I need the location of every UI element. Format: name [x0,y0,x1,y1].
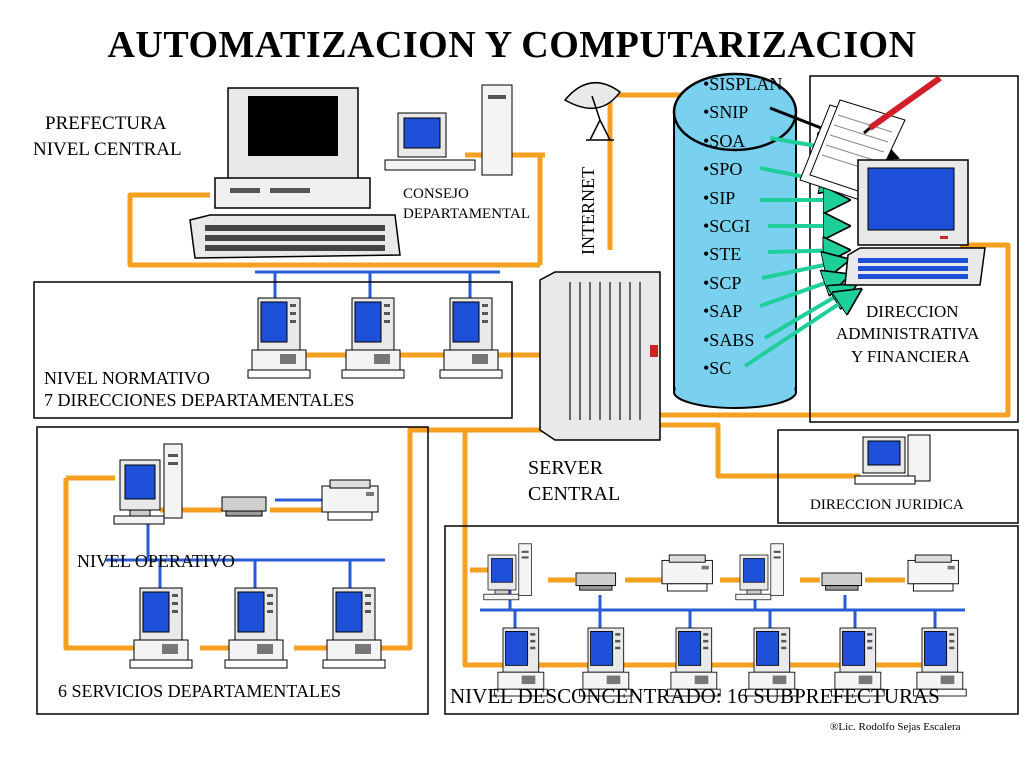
system-item: •SCP [703,272,742,293]
consejo-label: CONSEJO [403,186,469,202]
normativo-workstation [341,297,405,379]
operativo-workstation [129,587,193,669]
adm-label-2: ADMINISTRATIVA [836,324,980,343]
system-item: •SISPLAN [703,74,783,94]
operativo-printer [321,479,379,521]
system-item: •SIP [703,187,736,208]
adm-label-1: DIRECCION [866,302,959,321]
internet-label: INTERNET [578,167,598,255]
normativo-frame [33,281,513,419]
normativo-sublabel: 7 DIRECCIONES DEPARTAMENTALES [44,390,355,410]
server-label: SERVER [528,457,604,479]
operativo-workstation [224,587,288,669]
desconcentrado-label: NIVEL DESCONCENTRADO: 16 SUBPREFECTURAS [450,684,940,708]
system-item: •SOA [703,130,746,151]
systems-list: •SISPLAN •SNIP •SOA •SPO •SIP •SCGI •STE… [703,70,782,382]
operativo-hub [221,496,267,517]
sub-pc [483,543,532,601]
sub-printer [907,554,959,592]
sub-printer [661,554,713,592]
satellite-dish-icon [563,81,622,141]
system-item: •SAP [703,301,743,322]
sub-hub [575,572,617,591]
consejo-pc [384,84,513,176]
desconcentrado-frame [444,525,1019,715]
page-title: AUTOMATIZACION Y COMPUTARIZACION [107,24,917,66]
prefectura-label: PREFECTURA [45,113,167,134]
consejo-sublabel: DEPARTAMENTAL [403,206,530,222]
system-item: •STE [703,244,742,265]
prefectura-sublabel: NIVEL CENTRAL [33,139,182,160]
pen-icon [863,75,942,135]
admin-pc [844,159,986,286]
lan-lines [105,270,965,628]
juridica-pc [854,434,931,485]
central-pc [189,87,401,259]
operativo-frame [36,426,429,715]
sub-hub [821,572,863,591]
system-item: •SNIP [703,102,749,123]
server-sublabel: CENTRAL [528,483,621,505]
servicios-label: 6 SERVICIOS DEPARTAMENTALES [58,681,341,701]
system-item: •SPO [703,159,743,180]
system-item: •SCGI [703,216,751,237]
operativo-pc [113,443,183,525]
system-item: •SC [703,358,732,379]
system-item: •SABS [703,329,755,350]
frames [33,75,1019,715]
credit-text: ®Lic. Rodolfo Sejas Escalera [830,721,961,733]
adm-label-3: Y FINANCIERA [851,347,970,366]
rack-server [539,271,661,441]
sub-pc [735,543,784,601]
operativo-label: NIVEL OPERATIVO [77,551,235,571]
normativo-workstation [439,297,503,379]
juridica-frame [777,429,1019,524]
normativo-label: NIVEL NORMATIVO [44,368,210,388]
normativo-workstation [247,297,311,379]
operativo-workstation [322,587,386,669]
juridica-label: DIRECCION JURIDICA [810,497,964,513]
